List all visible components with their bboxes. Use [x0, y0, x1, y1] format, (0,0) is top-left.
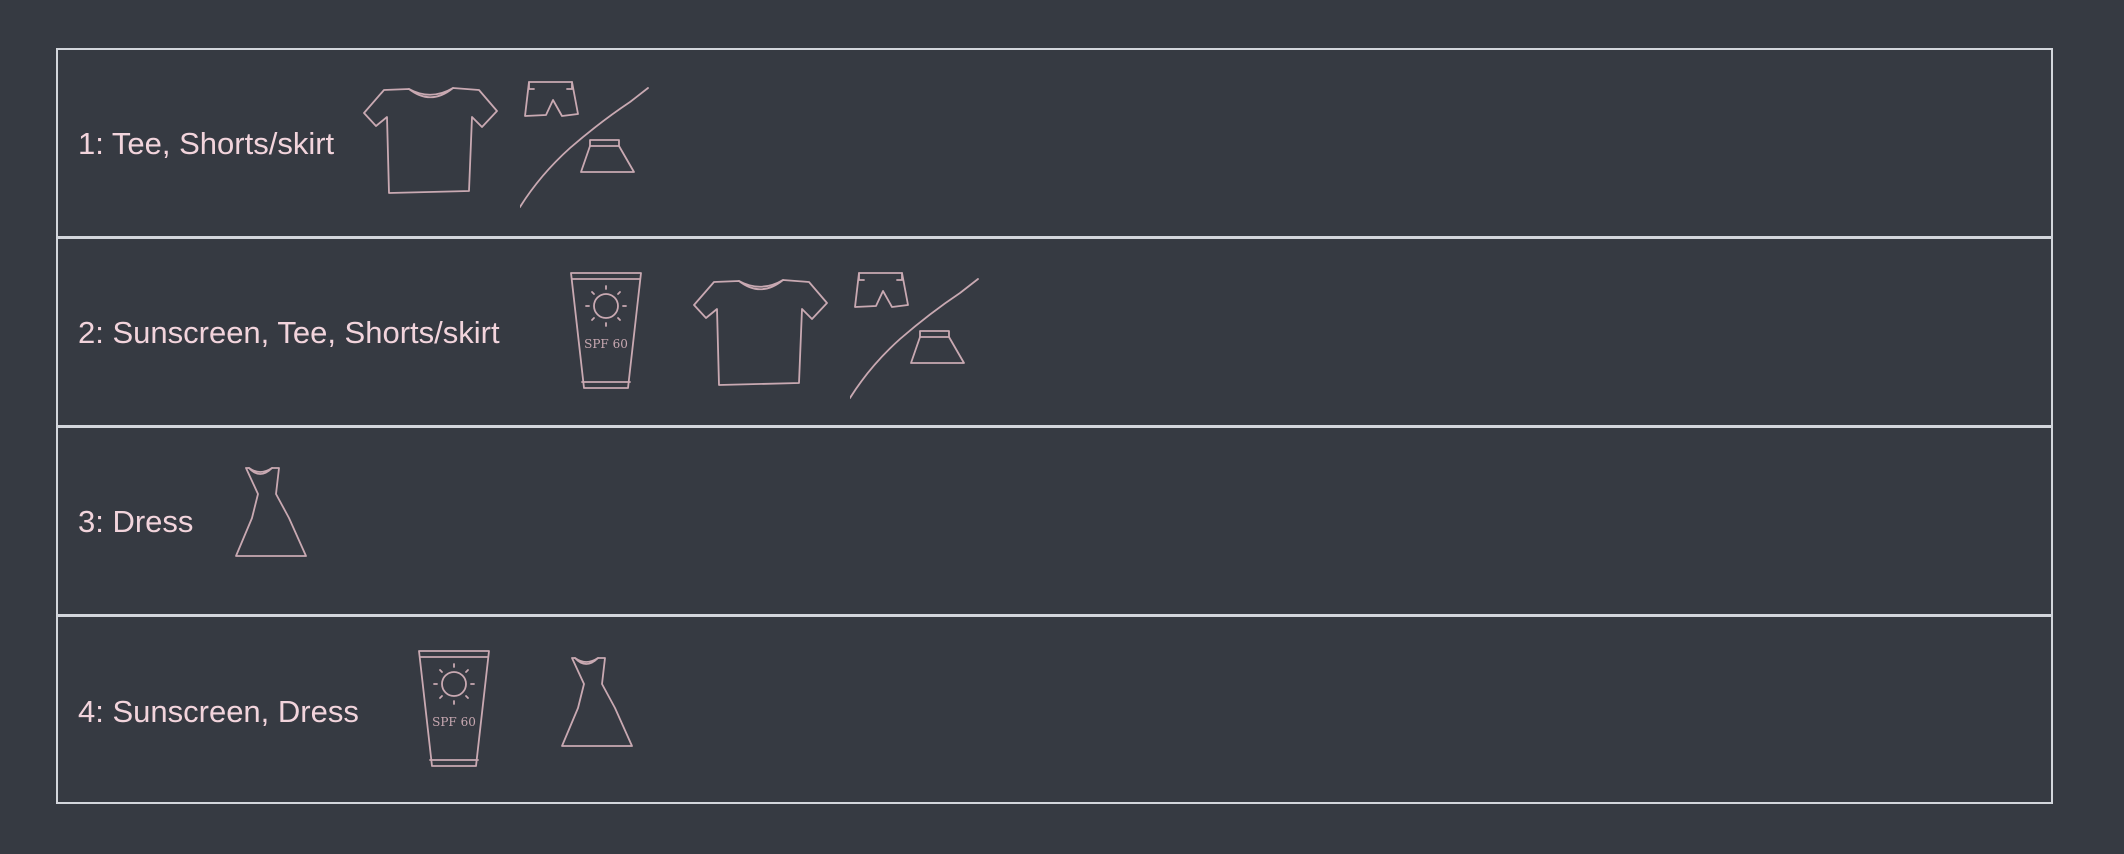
sunscreen-icon: SPF 60: [416, 648, 494, 772]
tee-icon: [692, 276, 830, 386]
shorts-or-skirt-icon: [850, 271, 985, 401]
outfit-list: 1: Tee, Shorts/skirt 2: Sunscreen, Te: [56, 48, 2053, 804]
outfit-row-3: 3: Dress: [58, 428, 2051, 617]
outfit-label: 3: Dress: [78, 503, 194, 539]
sunscreen-icon: SPF 60: [568, 270, 646, 394]
outfit-label: 1: Tee, Shorts/skirt: [78, 125, 335, 161]
dress-icon: [560, 656, 636, 748]
shorts-or-skirt-icon: [520, 80, 655, 210]
tee-icon: [362, 84, 500, 194]
outfit-row-4: 4: Sunscreen, Dress SPF 60: [58, 617, 2051, 806]
spf-label: SPF 60: [432, 715, 476, 729]
outfit-label: 4: Sunscreen, Dress: [78, 694, 359, 729]
outfit-label: 2: Sunscreen, Tee, Shorts/skirt: [78, 314, 500, 350]
spf-label: SPF 60: [584, 337, 628, 351]
outfit-row-2: 2: Sunscreen, Tee, Shorts/skirt SPF 60: [58, 239, 2051, 428]
dress-icon: [234, 466, 310, 558]
outfit-row-1: 1: Tee, Shorts/skirt: [58, 50, 2051, 239]
